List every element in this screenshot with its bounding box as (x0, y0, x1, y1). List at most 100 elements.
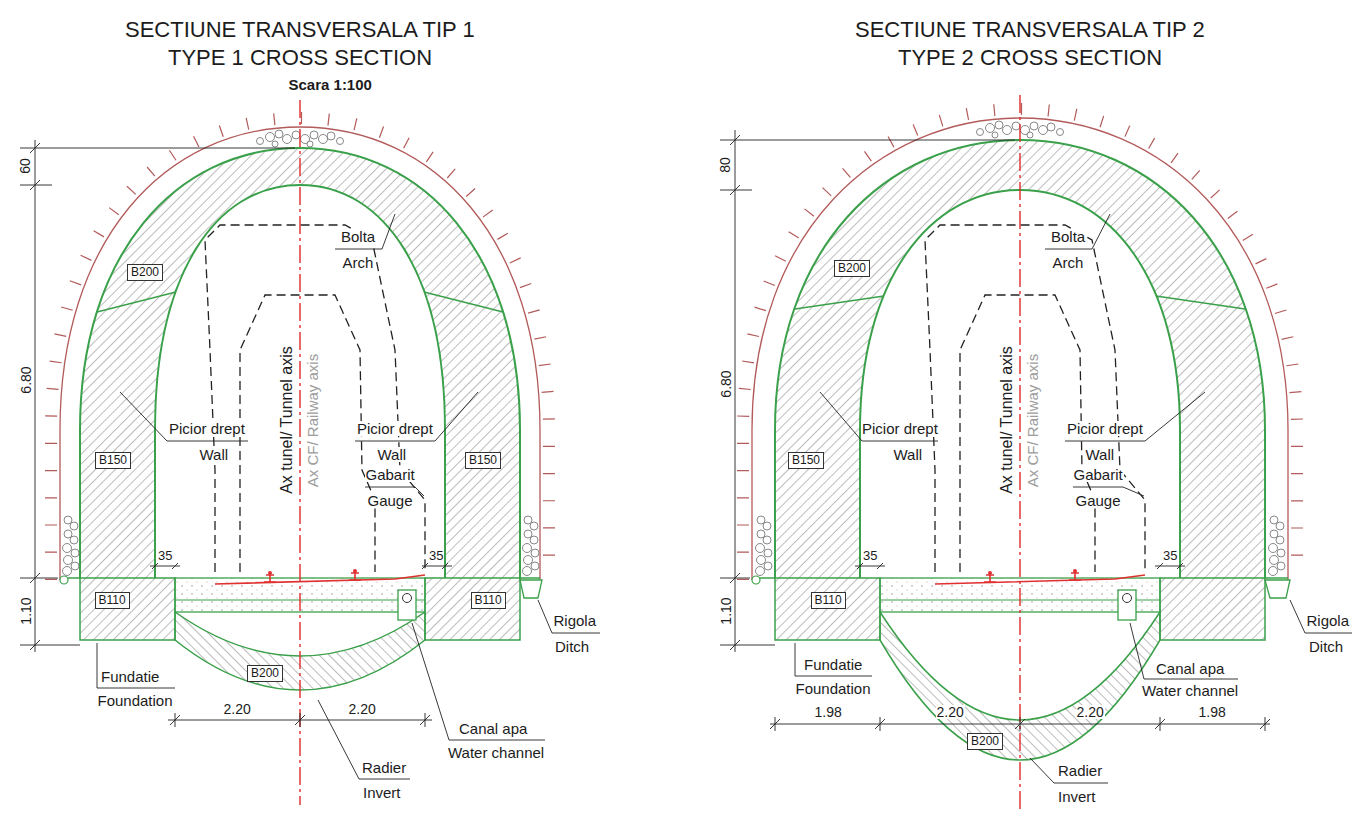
callout-label: Gauge (367, 493, 414, 508)
dimension-value: 80 (718, 156, 732, 174)
foundation (80, 578, 175, 640)
section-type-2 (720, 95, 1352, 810)
material-grade: B200 (251, 667, 279, 680)
callout-label: Gabarit (365, 467, 416, 482)
dimension-value: 6.80 (718, 369, 732, 398)
section-title: SECTIUNE TRANSVERSALA TIP 1 (124, 19, 476, 41)
dimension-value: 6.80 (18, 365, 32, 394)
dimension-value: 35 (862, 549, 878, 562)
dimension-value: 1.98 (1198, 705, 1227, 719)
material-grade: B110 (815, 594, 842, 607)
callout-label: Canal apa (1155, 661, 1225, 676)
callout-label: Picior drept (356, 421, 434, 436)
dimension-value: 1.10 (718, 596, 732, 625)
callout-label: Picior drept (168, 421, 246, 436)
dimension-value: 35 (1162, 549, 1178, 562)
section-title: TYPE 2 CROSS SECTION (897, 47, 1163, 69)
gravel (1269, 516, 1286, 576)
gravel (523, 516, 540, 576)
callout-label: Water channel (447, 745, 545, 760)
material-box: B200 (967, 733, 1003, 750)
material-grade: B200 (838, 262, 866, 275)
dimension-value: 2.20 (223, 702, 252, 716)
material-grade: B150 (792, 454, 820, 467)
material-grade: B200 (131, 266, 159, 279)
callout-label: Ditch (1308, 639, 1344, 654)
dimension-value: 2.20 (348, 702, 377, 716)
callout-label: Invert (362, 785, 402, 800)
foundation (425, 578, 520, 640)
callout-label: Fundatie (100, 669, 160, 684)
dimension-value: 2.20 (936, 705, 965, 719)
dimension-value: 35 (157, 549, 173, 562)
section-title: SECTIUNE TRANSVERSALA TIP 2 (854, 19, 1206, 41)
leader-lines (795, 214, 1352, 783)
dimension-value: 1.10 (18, 596, 32, 625)
edge-mark (60, 576, 68, 584)
platform-line (752, 577, 1288, 578)
callout-label: Ditch (554, 639, 590, 654)
material-grade: B110 (475, 594, 502, 607)
material-box: B200 (247, 665, 283, 682)
material-box: B200 (834, 260, 870, 277)
material-grade: B150 (99, 454, 127, 467)
axis-label: Ax tunel/ Tunnel axis (279, 345, 295, 495)
callout-label: Picior drept (1066, 421, 1144, 436)
section-title: TYPE 1 CROSS SECTION (167, 47, 433, 69)
gravel (63, 516, 80, 576)
material-grade: B150 (469, 454, 497, 467)
material-box: B110 (95, 592, 130, 609)
callout-label: Wall (1085, 447, 1116, 462)
callout-label: Bolta (1050, 229, 1086, 244)
track (215, 569, 425, 620)
material-box: B110 (471, 592, 506, 609)
material-box: B150 (788, 452, 824, 469)
callout-label: Wall (199, 447, 230, 462)
dimension-value: 60 (18, 157, 32, 175)
tunnel-axis (1019, 95, 1020, 810)
ditch (1265, 580, 1290, 598)
clearance-gauge (925, 225, 1145, 572)
material-box: B110 (811, 592, 846, 609)
callout-label: Radier (1057, 763, 1103, 778)
callout-label: Wall (377, 447, 408, 462)
dimension-value: 1.98 (814, 705, 843, 719)
section-type-1 (20, 100, 600, 805)
material-grade: B110 (99, 594, 126, 607)
gravel (756, 516, 773, 576)
material-box: B150 (95, 452, 131, 469)
callout-label: Wall (893, 447, 924, 462)
callout-label: Picior drept (861, 421, 939, 436)
callout-label: Arch (1052, 255, 1085, 270)
tunnel-axis (299, 100, 300, 805)
axis-label: Ax tunel/ Tunnel axis (999, 345, 1015, 495)
callout-label: Gabarit (1073, 467, 1124, 482)
material-grade: B200 (971, 735, 999, 748)
callout-label: Invert (1057, 789, 1097, 804)
edge-mark (752, 576, 760, 584)
callout-label: Fundatie (803, 657, 863, 672)
material-box: B150 (465, 452, 501, 469)
scale-note: Scara 1:100 (288, 77, 373, 92)
callout-label: Canal apa (458, 721, 528, 736)
callout-label: Arch (342, 255, 375, 270)
callout-label: Radier (361, 760, 407, 775)
callout-label: Foundation (97, 693, 174, 708)
callout-label: Rigola (553, 613, 598, 628)
dimension-lines (20, 140, 452, 727)
callout-label: Bolta (340, 229, 376, 244)
track (935, 569, 1145, 620)
foundation (775, 578, 880, 640)
callout-label: Gauge (1075, 493, 1122, 508)
clearance-gauge (205, 225, 425, 572)
axis-label: Ax CF/ Railway axis (1025, 352, 1040, 487)
callout-label: Rigola (1306, 613, 1351, 628)
axis-label: Ax CF/ Railway axis (305, 352, 320, 487)
ditch (520, 580, 542, 598)
leader-lines (97, 214, 600, 779)
callout-label: Water channel (1141, 683, 1239, 698)
material-box: B200 (127, 264, 163, 281)
dimension-lines (720, 130, 1270, 731)
